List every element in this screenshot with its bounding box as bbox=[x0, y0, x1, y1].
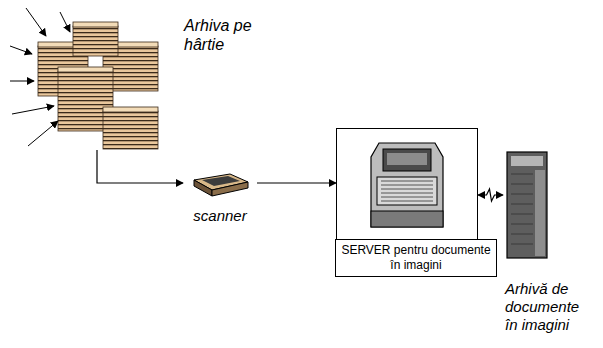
paper-archive: Arhiva pe hârtie bbox=[8, 6, 260, 150]
image-archive: Arhivă de documente în imagini bbox=[503, 150, 602, 346]
server-icon bbox=[357, 135, 457, 235]
image-server-box: SERVER pentru documente în imagini bbox=[336, 128, 478, 262]
arrow-connector bbox=[478, 189, 503, 201]
scanner-label: scanner bbox=[183, 206, 257, 225]
archive-label: Arhiva pe hârtie bbox=[184, 16, 258, 54]
scanner-device: scanner bbox=[183, 168, 257, 232]
archive-tower-icon bbox=[505, 150, 551, 262]
server-label-box: SERVER pentru documente în imagini bbox=[335, 239, 497, 277]
scanner-icon bbox=[190, 168, 250, 198]
archive-label: Arhivă de documente în imagini bbox=[505, 280, 589, 334]
arrow-connector bbox=[97, 150, 183, 183]
arrow-connector bbox=[257, 182, 336, 183]
paper-archive-illustration bbox=[8, 6, 173, 150]
